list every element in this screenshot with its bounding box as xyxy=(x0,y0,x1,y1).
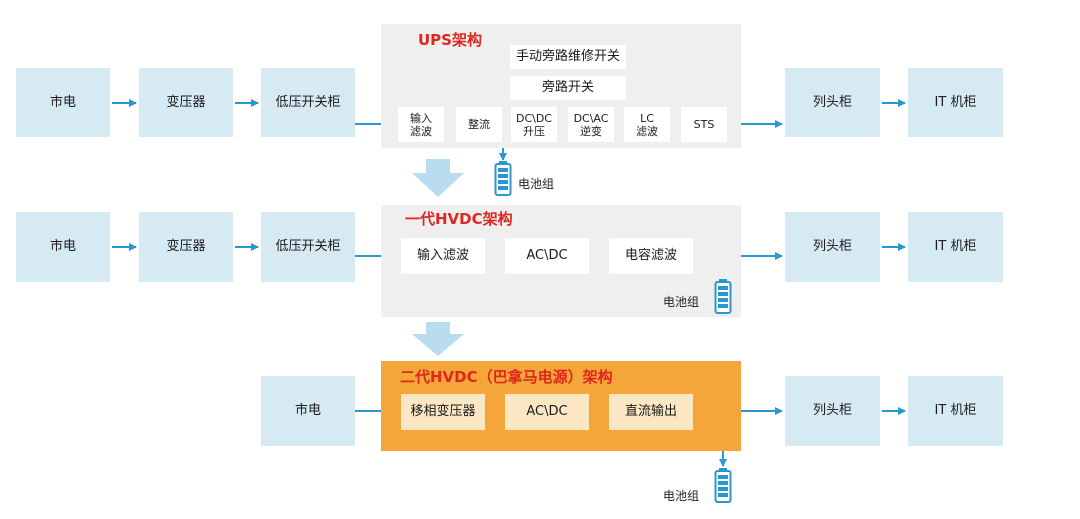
hvdc2-phase-shift-transformer-box: 移相变压器 xyxy=(401,394,485,430)
hvdc1-it-cabinet-box: IT 机柜 xyxy=(908,212,1003,282)
ups-rectifier-box: 整流 xyxy=(456,107,502,142)
hvdc1-input-filter-box: 输入滤波 xyxy=(401,238,485,274)
ups-input-filter-box: 输入 滤波 xyxy=(398,107,444,142)
battery-icon xyxy=(494,161,512,196)
ups-title: UPS架构 xyxy=(418,31,482,49)
ups-it-cabinet-box: IT 机柜 xyxy=(908,68,1003,137)
ups-bypass-switch-box: 旁路开关 xyxy=(510,76,626,100)
hvdc1-acdc-box: AC\DC xyxy=(505,238,589,274)
ups-manual-bypass-box: 手动旁路维修开关 xyxy=(510,45,626,69)
hvdc1-title: 一代HVDC架构 xyxy=(405,210,513,228)
hvdc1-battery-label: 电池组 xyxy=(663,295,700,309)
ups-transformer-box: 变压器 xyxy=(139,68,233,137)
hvdc1-capacitor-filter-box: 电容滤波 xyxy=(609,238,693,274)
hvdc2-it-cabinet-box: IT 机柜 xyxy=(908,376,1003,446)
hvdc2-acdc-box: AC\DC xyxy=(505,394,589,430)
ups-battery-label: 电池组 xyxy=(518,177,555,191)
transition-arrow-icon xyxy=(412,159,464,197)
transition-arrow-icon xyxy=(412,322,464,356)
hvdc2-title: 二代HVDC（巴拿马电源）架构 xyxy=(400,368,613,386)
hvdc2-column-cabinet-box: 列头柜 xyxy=(785,376,880,446)
ups-mains-box: 市电 xyxy=(16,68,110,137)
battery-icon xyxy=(714,279,732,314)
ups-column-cabinet-box: 列头柜 xyxy=(785,68,880,137)
ups-dcdc-boost-box: DC\DC 升压 xyxy=(511,107,557,142)
ups-sts-box: STS xyxy=(681,107,727,142)
hvdc1-lv-switchgear-box: 低压开关柜 xyxy=(261,212,355,282)
battery-icon xyxy=(714,468,732,503)
hvdc2-mains-box: 市电 xyxy=(261,376,355,446)
hvdc2-battery-label: 电池组 xyxy=(663,489,700,503)
ups-lv-switchgear-box: 低压开关柜 xyxy=(261,68,355,137)
hvdc1-column-cabinet-box: 列头柜 xyxy=(785,212,880,282)
ups-dcac-inverter-box: DC\AC 逆变 xyxy=(568,107,614,142)
hvdc2-dc-output-box: 直流输出 xyxy=(609,394,693,430)
ups-lc-filter-box: LC 滤波 xyxy=(624,107,670,142)
hvdc1-transformer-box: 变压器 xyxy=(139,212,233,282)
hvdc1-mains-box: 市电 xyxy=(16,212,110,282)
